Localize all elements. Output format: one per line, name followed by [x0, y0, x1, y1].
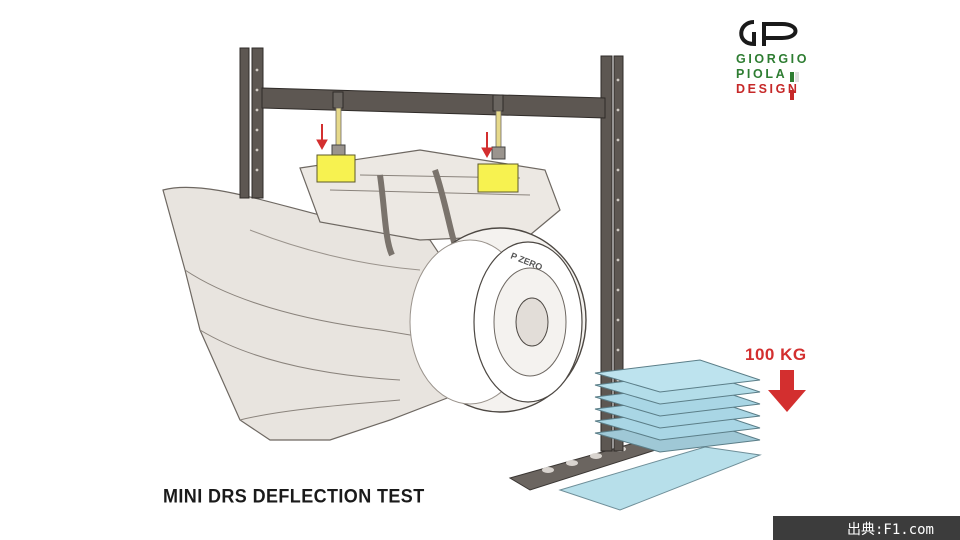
jack-left — [316, 91, 356, 183]
italian-flag-icon — [790, 69, 803, 100]
source-caption-bar: 出典:F1.com — [773, 516, 960, 540]
weight-stack — [594, 359, 761, 453]
logo-text-line1: GIORGIO — [736, 52, 810, 66]
load-label: 100 KG — [745, 345, 807, 364]
diagram-title: MINI DRS DEFLECTION TEST — [163, 485, 425, 507]
jack-arrow-left — [316, 124, 328, 151]
logo-mark-icon — [739, 20, 798, 47]
giorgio-piola-logo: GIORGIO PIOLA DESIGN — [726, 18, 816, 100]
logo-text-line3: DESIGN — [736, 82, 800, 96]
jack-right — [477, 94, 519, 193]
floor-plate — [558, 446, 762, 511]
test-frame — [239, 47, 624, 452]
jack-arrow-right — [481, 132, 493, 159]
load-arrow — [768, 370, 806, 412]
rear-tyre: P ZERO — [409, 227, 587, 413]
logo-text-line2: PIOLA — [736, 67, 788, 81]
source-caption: 出典:F1.com — [846, 522, 934, 538]
